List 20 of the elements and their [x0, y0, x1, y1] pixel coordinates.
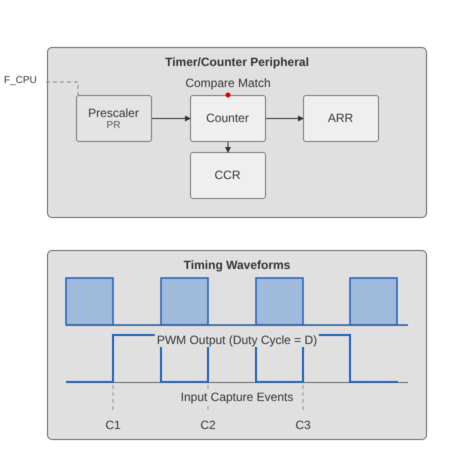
arrow — [225, 142, 231, 153]
peripheral-panel — [47, 47, 427, 218]
signal-label: Input Capture Events — [178, 390, 296, 404]
event-label: C3 — [293, 418, 313, 432]
annotation: Compare Match — [185, 76, 271, 90]
arrow — [46, 82, 78, 96]
panel-title: Timer/Counter Peripheral — [164, 55, 310, 69]
register-box: CCR — [190, 152, 266, 198]
box-subtitle: PR — [106, 120, 120, 130]
clock-label: F_CPU — [4, 75, 44, 89]
panel-title: Timing Waveforms — [182, 258, 292, 272]
counter-box: Counter — [190, 94, 266, 142]
signal-label: PWM Output (Duty Cycle = D) — [154, 333, 320, 347]
arrow — [152, 116, 191, 122]
box-title: Prescaler — [88, 106, 139, 120]
prescaler-box — [76, 94, 152, 142]
event-label: C2 — [198, 418, 218, 432]
arrow — [266, 116, 304, 122]
event-label: C1 — [103, 418, 123, 432]
register-box: ARR — [302, 94, 378, 142]
